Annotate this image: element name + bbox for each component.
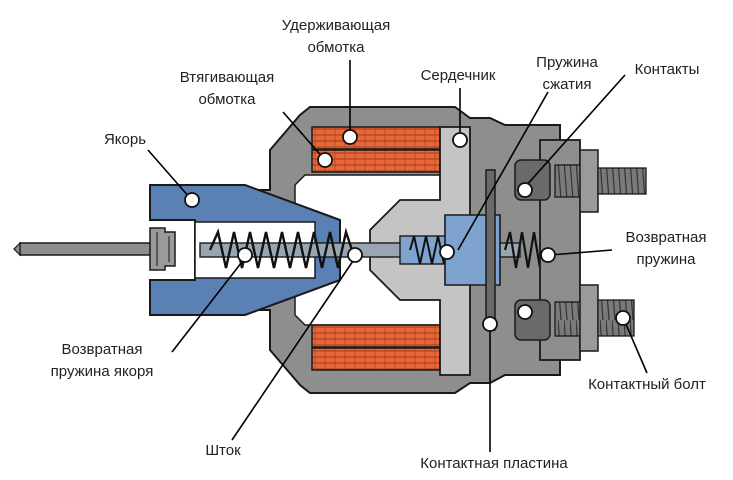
callout-holding-winding [342,129,358,145]
label-contact-bolt: Контактный болт [588,376,706,393]
label-holding-winding-1: Удерживающая [282,17,390,34]
label-contact-plate: Контактная пластина [420,455,568,472]
leader-contacts [524,74,626,188]
leader-compression-spring [457,91,549,251]
callout-armature-return-spring [237,247,253,263]
callout-armature [184,192,200,208]
label-compression-spring-1: Пружина [536,54,598,71]
coupling [149,227,176,271]
callout-rod [347,247,363,263]
leader-contact-bolt [624,321,648,374]
holding-winding [311,126,441,348]
label-pull-in-winding-1: Втягивающая [180,69,275,86]
label-holding-winding-2: обмотка [307,39,365,56]
label-compression-spring-2: сжатия [542,76,591,93]
leader-armature [147,149,191,199]
callout-pull-in-winding [317,152,333,168]
leader-pull-in-winding [282,111,326,161]
label-contacts: Контакты [635,61,700,78]
rod-tip [13,241,21,257]
armature-return-spring [208,227,354,269]
label-armature: Якорь [104,131,146,148]
label-return-spring-2: пружина [636,251,696,268]
label-core: Сердечник [421,67,496,84]
shaft-rod [19,242,161,256]
callout-contact-bolt-top [517,304,533,320]
leader-armature-return-spring [171,257,246,353]
label-armature-return-spring-1: Возвратная [62,341,143,358]
callout-core [452,132,468,148]
callout-contact-plate [482,316,498,332]
label-return-spring-1: Возвратная [626,229,707,246]
callout-compression-spring [439,244,455,260]
label-pull-in-winding-2: обмотка [198,91,256,108]
leader-rod [231,257,356,441]
callout-contacts [517,182,533,198]
label-rod: Шток [205,442,241,459]
label-armature-return-spring-2: пружина якоря [51,363,154,380]
leader-return-spring [549,249,613,256]
callout-contact-bolt [615,310,631,326]
callout-return-spring [540,247,556,263]
